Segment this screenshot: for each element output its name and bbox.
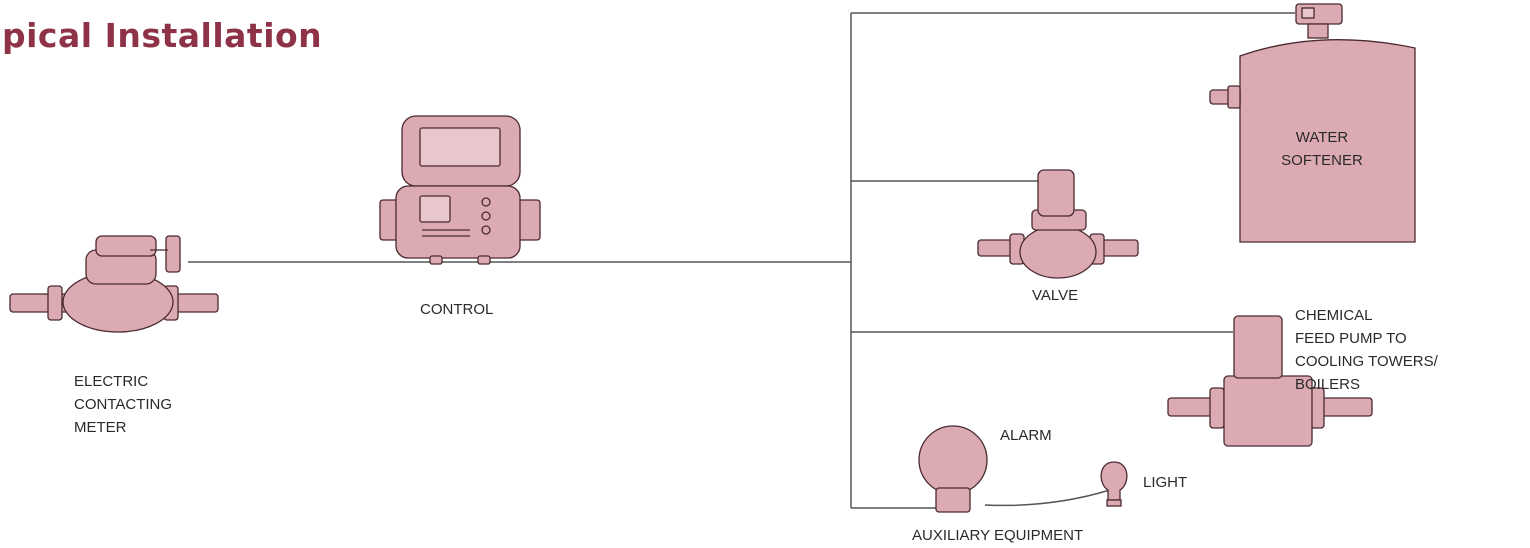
pump-label-line-4: BOILERS xyxy=(1295,376,1361,393)
wire-alarm-to-light xyxy=(984,489,1111,507)
softener-label: WATER SOFTENER xyxy=(1272,126,1372,172)
meter-label-line-1: ELECTRIC xyxy=(74,373,149,390)
control-label: CONTROL xyxy=(420,301,494,318)
softener-label-line-2: SOFTENER xyxy=(1281,152,1363,169)
diagram-title: pical Installation xyxy=(2,16,323,55)
valve-label: VALVE xyxy=(1032,287,1079,304)
controller-icon xyxy=(379,115,541,265)
auxiliary-label: AUXILIARY EQUIPMENT xyxy=(912,527,1084,544)
pump-label: CHEMICAL FEED PUMP TO COOLING TOWERS/ BO… xyxy=(1295,304,1515,396)
light-bulb-icon xyxy=(1100,461,1128,507)
valve-icon xyxy=(977,169,1139,279)
light-label: LIGHT xyxy=(1143,474,1188,491)
pump-label-line-3: COOLING TOWERS/ xyxy=(1295,353,1438,370)
meter-label-line-3: METER xyxy=(74,419,127,436)
meter-label: ELECTRIC CONTACTING METER xyxy=(74,370,172,439)
meter-label-line-2: CONTACTING xyxy=(74,396,173,413)
pump-label-line-1: CHEMICAL xyxy=(1295,307,1373,324)
wiring xyxy=(188,12,1295,509)
alarm-label: ALARM xyxy=(1000,427,1052,444)
pump-label-line-2: FEED PUMP TO xyxy=(1295,330,1407,347)
water-meter-icon xyxy=(9,235,219,333)
softener-label-line-1: WATER xyxy=(1295,129,1349,146)
water-softener-icon xyxy=(1209,3,1416,243)
alarm-bell-icon xyxy=(918,425,988,513)
feed-pump-icon xyxy=(1167,315,1373,447)
